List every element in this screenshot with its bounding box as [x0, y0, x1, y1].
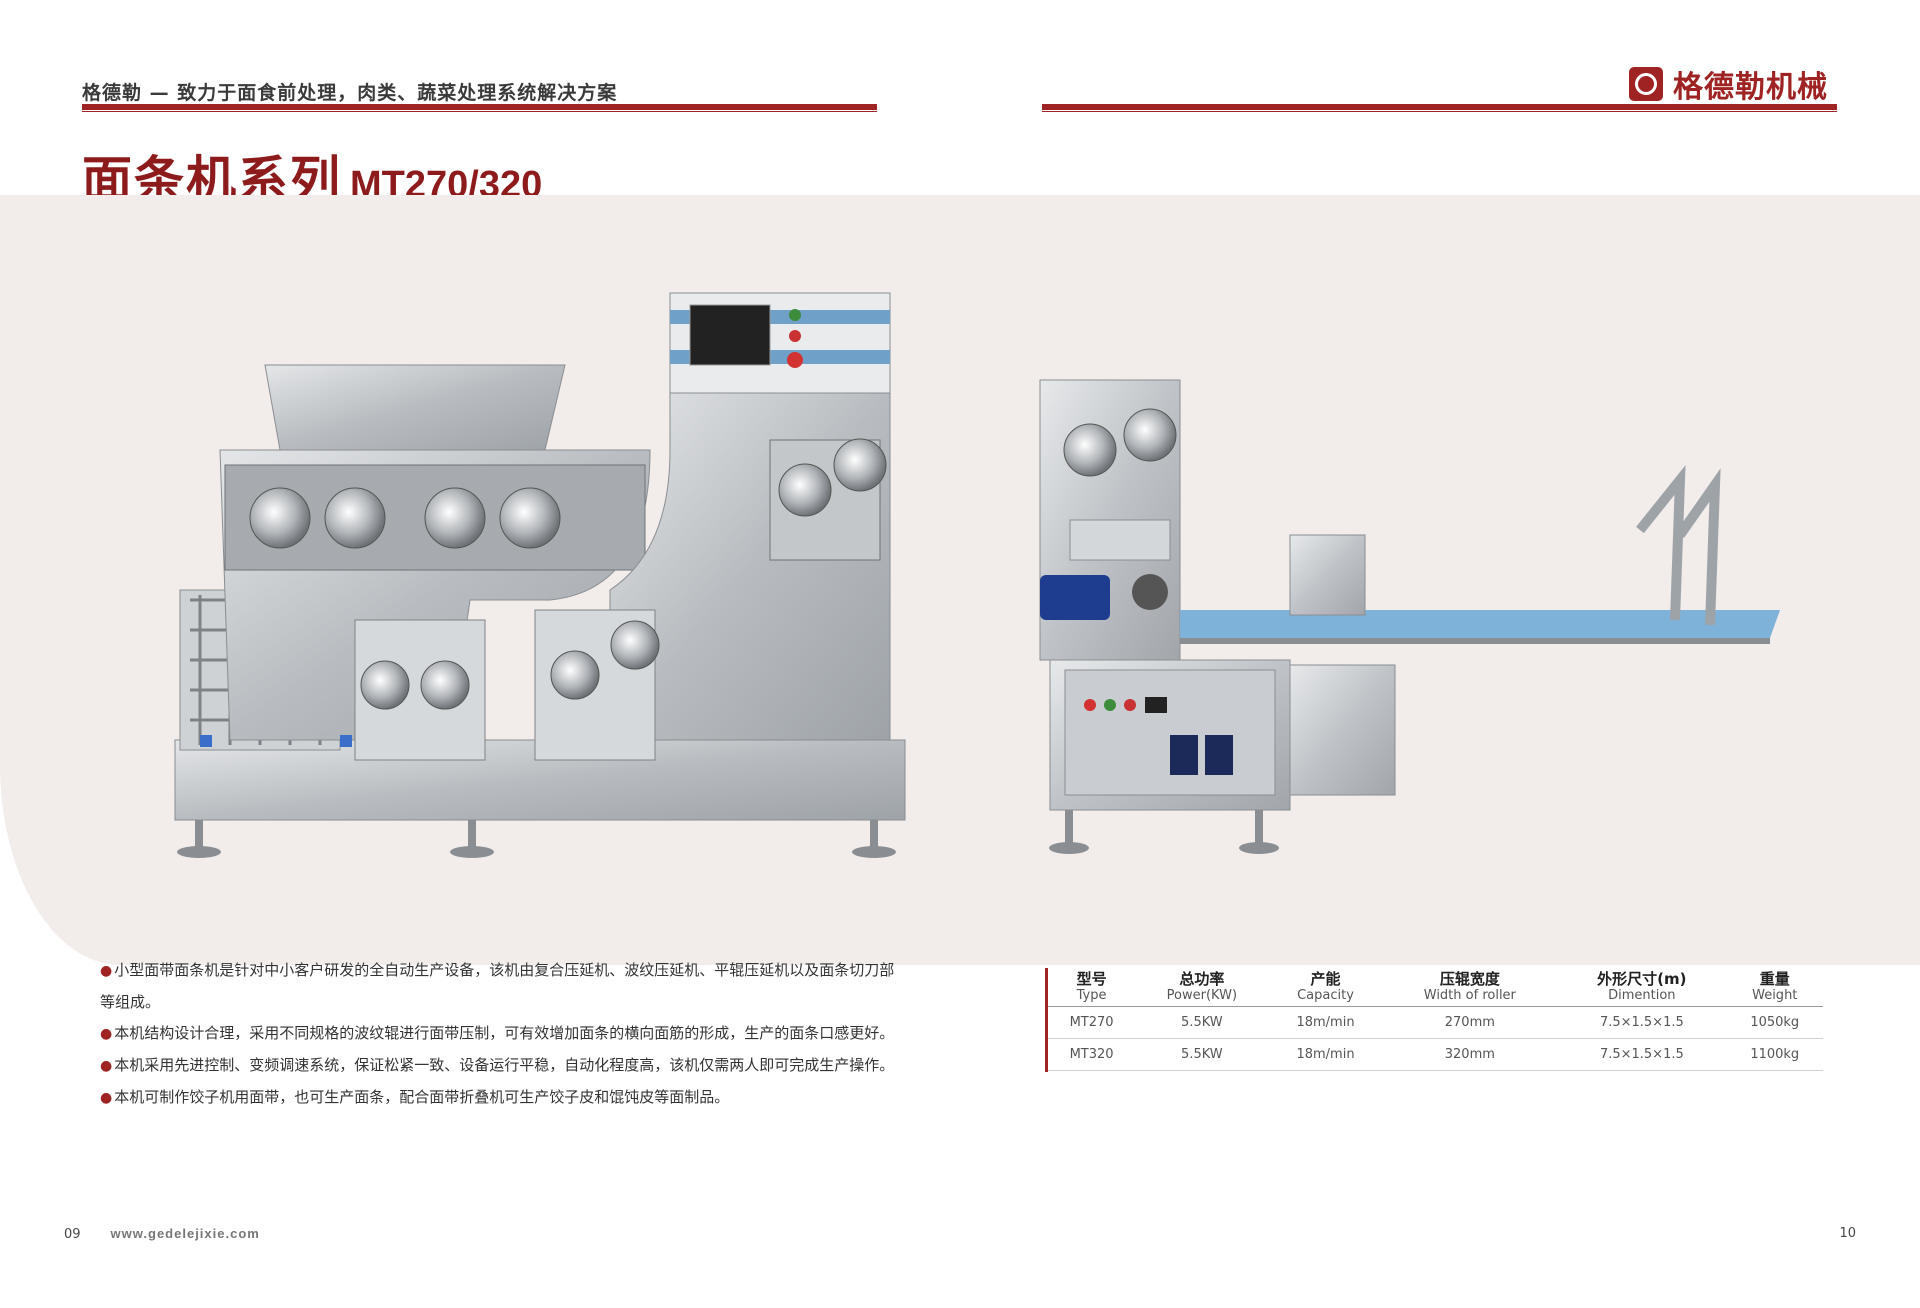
spec-cell: MT320: [1048, 1038, 1136, 1071]
spec-accent-bar: [1045, 968, 1048, 1072]
tagline: 格德勒 — 致力于面食前处理，肉类、蔬菜处理系统解决方案: [82, 82, 618, 104]
spec-cell: 1100kg: [1726, 1038, 1823, 1071]
description-item: ●本机采用先进控制、变频调速系统，保证松紧一致、设备运行平稳，自动化程度高，该机…: [100, 1056, 895, 1074]
description: ●小型面带面条机是针对中小客户研发的全自动生产设备，该机由复合压延机、波纹压延机…: [100, 955, 900, 1114]
spec-header-cell: 外形尺寸(m)Dimention: [1557, 968, 1727, 1007]
spec-cell: 320mm: [1382, 1038, 1558, 1071]
noodle-machine-conveyor-icon: [1039, 379, 1780, 854]
bullet-icon: ●: [100, 1058, 113, 1074]
page-number-right: 10: [1839, 1226, 1856, 1241]
spec-cell: 5.5KW: [1135, 1006, 1269, 1039]
bullet-icon: ●: [100, 1026, 113, 1042]
spec-cell: 1050kg: [1726, 1006, 1823, 1039]
header-rule-left: [82, 104, 877, 110]
description-item: ●小型面带面条机是针对中小客户研发的全自动生产设备，该机由复合压延机、波纹压延机…: [100, 961, 895, 1011]
brand-name: 格德勒机械: [1673, 70, 1828, 105]
footer-left: 09 www.gedelejixie.com: [64, 1226, 260, 1242]
noodle-machine-main-icon: [174, 292, 906, 858]
header-rule-left-thin: [82, 111, 877, 112]
spec-cell: 18m/min: [1268, 1006, 1383, 1039]
website-link[interactable]: www.gedelejixie.com: [110, 1226, 260, 1241]
spec-cell: 7.5×1.5×1.5: [1557, 1006, 1727, 1039]
spec-cell: 270mm: [1382, 1006, 1558, 1039]
spec-cell: 5.5KW: [1135, 1038, 1269, 1071]
description-item: ●本机结构设计合理，采用不同规格的波纹辊进行面带压制，可有效增加面条的横向面筋的…: [100, 1024, 895, 1042]
header-rule-right-thin: [1042, 111, 1837, 112]
spec-cell: MT270: [1048, 1006, 1136, 1039]
bullet-icon: ●: [100, 1090, 113, 1106]
bullet-icon: ●: [100, 963, 113, 979]
header-left: 格德勒 — 致力于面食前处理，肉类、蔬菜处理系统解决方案: [82, 78, 877, 105]
spec-cell: 18m/min: [1268, 1038, 1383, 1071]
header-rule-right: [1042, 104, 1837, 110]
description-item: ●本机可制作饺子机用面带，也可生产面条，配合面带折叠机可生产饺子皮和馄饨皮等面制…: [100, 1088, 730, 1106]
table-row: MT320 5.5KW 18m/min 320mm 7.5×1.5×1.5 11…: [1048, 1038, 1823, 1071]
spec-cell: 7.5×1.5×1.5: [1557, 1038, 1727, 1071]
table-row: MT270 5.5KW 18m/min 270mm 7.5×1.5×1.5 10…: [1048, 1006, 1823, 1039]
brand: 格德勒机械: [1629, 66, 1828, 105]
gdl-circle-logo-icon: [1629, 67, 1663, 101]
page-number-left: 09: [64, 1227, 81, 1242]
